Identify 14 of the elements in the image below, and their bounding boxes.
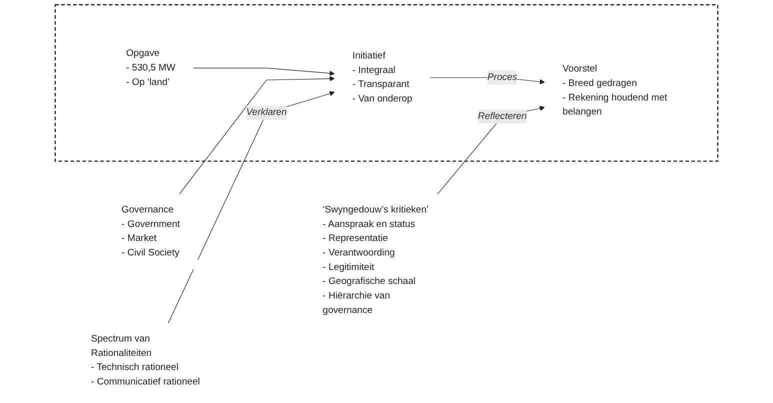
cluster bbox=[54, 4, 718, 162]
node-text: Voorstel - Breed gedragen - Rekening houdend met belangen bbox=[562, 64, 668, 118]
edge-label: Proces bbox=[487, 72, 518, 82]
node-text: Spectrum van Rationaliteiten - Technisch rationeel - Communicatief rationeel bbox=[91, 334, 200, 387]
node-text: Governance - Government - Market - Civil Society bbox=[122, 204, 180, 258]
edge-label: Reflecteren bbox=[478, 111, 527, 122]
arrow bbox=[179, 76, 335, 194]
arrow bbox=[193, 68, 335, 76]
node-text: Initiatief - Integraal - Transparant - Van onderop bbox=[352, 50, 412, 104]
node-text: Opgave - 530,5 MW - Op ‘land’ bbox=[126, 48, 176, 88]
edge-label: Verklaren bbox=[246, 107, 287, 118]
node-text: ‘Swyngedouw’s kritieken’ - Aanspraak en status - Representatie - Verantwoording - Legitimiteit - Geografische schaal - Hiërarchie van governance bbox=[322, 204, 429, 316]
arrow bbox=[437, 106, 545, 194]
arrow bbox=[168, 91, 335, 324]
